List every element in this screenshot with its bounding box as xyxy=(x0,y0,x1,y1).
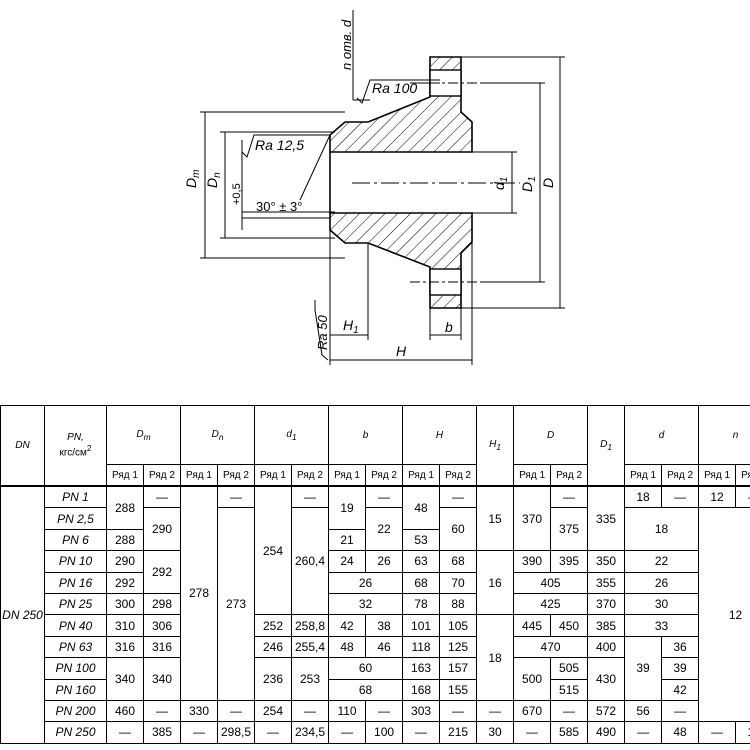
sub-row2: Ряд 2 xyxy=(735,464,750,487)
header-d: d xyxy=(624,405,700,465)
h1-label: H1 xyxy=(343,317,359,336)
sub-row2: Ряд 2 xyxy=(365,464,404,487)
header-h1: H1 xyxy=(476,405,515,487)
header-pn: PN,кгс/см2 xyxy=(44,405,107,487)
ra125-label: Ra 12,5 xyxy=(255,137,304,153)
table-row: PN 16 292 26 68 70 405 355 26 xyxy=(1,571,750,594)
d1-label: d1 xyxy=(491,177,510,190)
tol-label: +0,5 xyxy=(231,183,243,205)
header-H: H xyxy=(402,405,478,465)
D-label: D xyxy=(540,178,556,188)
table-row: PN 160 68 168 155 515 42 xyxy=(1,678,750,701)
ra100-label: Ra 100 xyxy=(372,80,417,96)
sub-row1: Ряд 1 xyxy=(624,464,663,487)
sub-row1: Ряд 1 xyxy=(402,464,441,487)
table-row: PN 10 290 292 24 26 63 68 16 390 395 350… xyxy=(1,550,750,616)
sub-row2: Ряд 2 xyxy=(439,464,478,487)
table-row: PN 250 — 385 — 298,5 — 234,5 — 100 — 215… xyxy=(1,721,750,744)
sub-row1: Ряд 1 xyxy=(328,464,367,487)
table-row: PN 25 300 298 32 78 88 425 370 30 xyxy=(1,592,750,616)
flange-drawing: n отв. d Ra 100 Ra 12,5 +0,5 30° ± 3° Dm… xyxy=(183,10,565,365)
sub-row1: Ряд 1 xyxy=(513,464,552,487)
angle-label: 30° ± 3° xyxy=(256,199,302,214)
D1-label: D1 xyxy=(519,176,538,192)
header-dn: DN xyxy=(0,405,45,487)
dm-label: Dm xyxy=(183,170,202,188)
table-row: DN 250 PN 1 288 — 278 — 254 — 19 — 48 — … xyxy=(0,484,750,744)
table-row: PN 63 316 316 246 255,4 48 46 118 125 47… xyxy=(1,635,750,701)
sub-row1: Ряд 1 xyxy=(698,464,737,487)
n-holes-label: n отв. d xyxy=(339,19,354,70)
H-label: H xyxy=(396,343,407,359)
header-d1: d1 xyxy=(254,405,330,465)
header-dn-col: Dn xyxy=(180,405,256,465)
table-row: PN 200 460 — 330 — 254 — 110 — 303 — — 6… xyxy=(1,699,750,723)
sub-row1: Ряд 1 xyxy=(254,464,293,487)
table-row: PN 6 288 21 53 xyxy=(1,528,750,552)
sub-row1: Ряд 1 xyxy=(106,464,144,487)
dimensions-table: DN PN,кгс/см2 Dm Dn d1 b H H1 D D1 d n Р… xyxy=(0,405,750,744)
dn-cell: DN 250 xyxy=(0,484,45,744)
sub-row2: Ряд 2 xyxy=(142,464,182,487)
header-D1: D1 xyxy=(587,405,626,487)
ra50-label: Ra 50 xyxy=(315,315,330,350)
b-label: b xyxy=(445,319,453,335)
dn-label: Dn xyxy=(204,172,223,188)
header-n: n xyxy=(698,405,750,465)
table-row: PN 100 340 340 236 253 60 163 157 500 50… xyxy=(1,657,750,701)
sub-row2: Ряд 2 xyxy=(550,464,589,487)
header-b: b xyxy=(328,405,404,465)
sub-row2: Ряд 2 xyxy=(661,464,700,487)
sub-row2: Ряд 2 xyxy=(291,464,330,487)
header-dm: Dm xyxy=(105,405,182,465)
sub-row1: Ряд 1 xyxy=(180,464,219,487)
sub-row2: Ряд 2 xyxy=(217,464,256,487)
header-D: D xyxy=(513,405,589,465)
table-row: PN 40 310 306 252 258,8 42 38 101 105 18… xyxy=(1,614,750,701)
